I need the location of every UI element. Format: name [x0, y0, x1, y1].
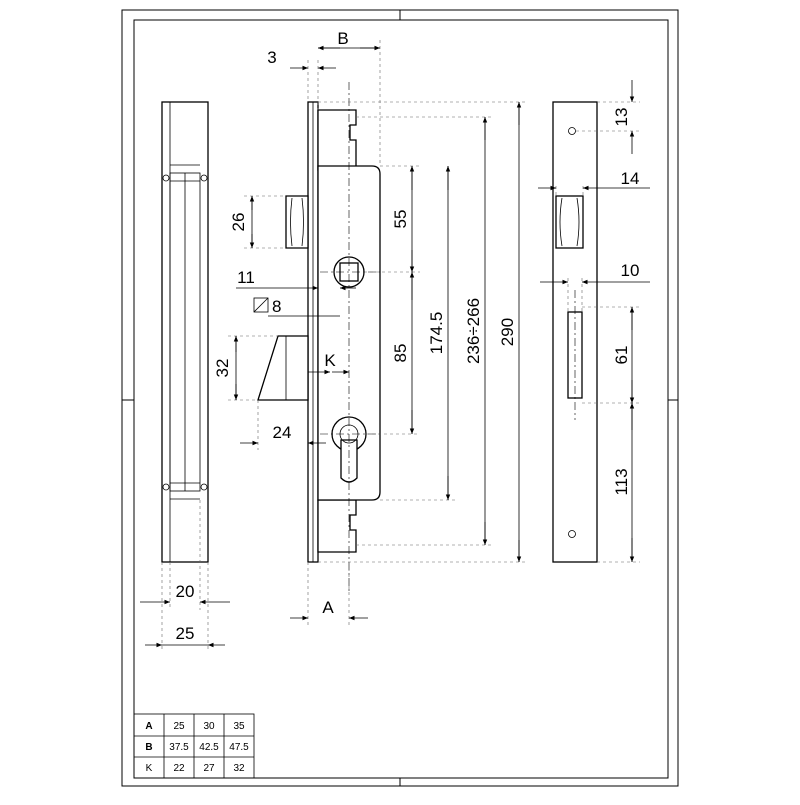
dim-236-266-label: 236÷266 — [464, 298, 483, 364]
dim-61: 61 — [582, 306, 640, 404]
dim-a: A — [290, 562, 368, 625]
dim-174-5: 174.5 — [380, 166, 455, 501]
dim-13: 13 — [576, 80, 640, 154]
dimension-table: A 25 30 35 B 37.5 42.5 47.5 K 22 27 32 — [133, 713, 255, 779]
table-cell: 32 — [233, 763, 245, 774]
dim-width-outer: 25 — [145, 624, 225, 648]
table-row-label: K — [146, 763, 153, 774]
dim-a-label: A — [322, 598, 334, 617]
dim-24-label: 24 — [273, 423, 292, 442]
dim-14: 14 — [538, 169, 650, 196]
dim-b: B — [318, 29, 381, 166]
dim-85-label: 85 — [391, 344, 410, 363]
dim-8-label: 8 — [272, 297, 281, 316]
table-row-label: A — [145, 721, 152, 732]
table-cell: 42.5 — [199, 742, 219, 753]
dim-20-label: 20 — [176, 582, 195, 601]
dim-174-5-label: 174.5 — [427, 312, 446, 355]
dim-290: 290 — [318, 101, 526, 563]
dim-11: 11 — [236, 268, 356, 291]
dim-26: 26 — [229, 195, 286, 249]
table-cell: 22 — [173, 763, 185, 774]
dim-32-label: 32 — [213, 359, 232, 378]
dim-55: 55 — [364, 165, 420, 273]
table-cell: 27 — [203, 763, 215, 774]
dim-26-label: 26 — [229, 213, 248, 232]
dim-290-label: 290 — [498, 318, 517, 346]
dim-3: 3 — [267, 48, 336, 110]
table-cell: 25 — [173, 721, 185, 732]
dim-236-266: 236÷266 — [356, 116, 492, 546]
dim-25-label: 25 — [176, 624, 195, 643]
table-cell: 30 — [203, 721, 215, 732]
dim-24: 24 — [240, 400, 326, 450]
dim-10: 10 — [540, 261, 650, 312]
dim-32: 32 — [213, 335, 278, 401]
dim-61-label: 61 — [612, 346, 631, 365]
table-cell: 47.5 — [229, 742, 249, 753]
dim-k: K — [308, 351, 349, 375]
table-cell: 35 — [233, 721, 245, 732]
dim-13-label: 13 — [612, 108, 631, 127]
front-view — [257, 82, 381, 592]
dim-11-label: 11 — [237, 268, 255, 287]
dim-3-label: 3 — [267, 48, 276, 67]
dim-10-label: 10 — [621, 261, 640, 280]
dim-8: 8 — [253, 297, 340, 317]
dim-55-label: 55 — [391, 210, 410, 229]
dim-width-inner: 20 — [140, 582, 230, 605]
dim-b-label: B — [337, 29, 348, 48]
dim-14-label: 14 — [621, 169, 640, 188]
table-cell: 37.5 — [169, 742, 189, 753]
dim-85: 85 — [366, 272, 420, 435]
dim-113: 113 — [597, 403, 640, 563]
sheet-frame — [121, 9, 679, 787]
dim-k-label: K — [324, 351, 336, 370]
table-row-label: B — [145, 742, 152, 753]
dim-113-label: 113 — [612, 468, 631, 495]
faceplate-view — [552, 101, 598, 563]
side-view — [161, 101, 209, 650]
